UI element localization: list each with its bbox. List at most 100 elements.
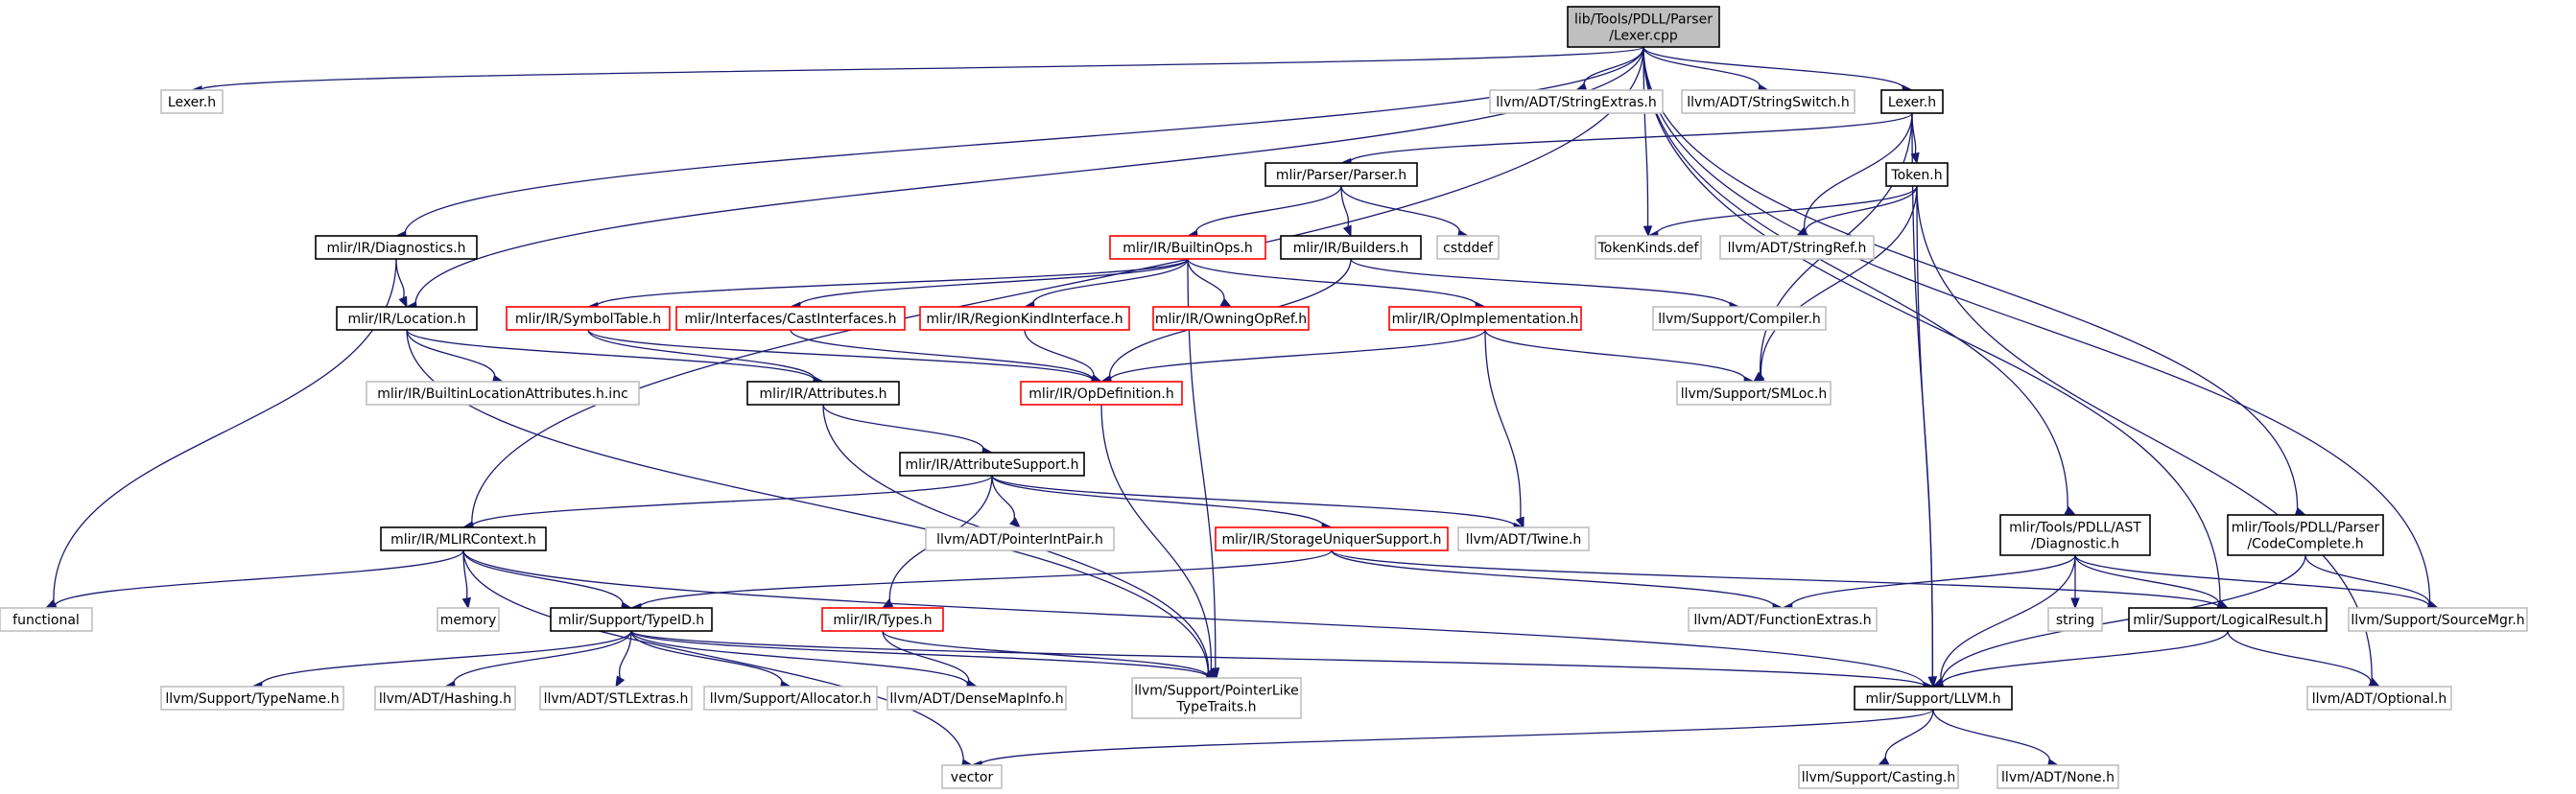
node-smloc_h[interactable]: llvm/Support/SMLoc.h [1676,381,1832,406]
edge-castinterfaces_h-to-opdefinition_h [790,329,1103,385]
node-owningopref_h[interactable]: mlir/IR/OwningOpRef.h [1152,306,1310,331]
node-label: mlir/IR/Builders.h [1293,241,1409,256]
node-tokenkinds[interactable]: TokenKinds.def [1595,235,1702,260]
node-lexer_h_ext[interactable]: Lexer.h [160,89,224,114]
node-opimplementation_h[interactable]: mlir/IR/OpImplementation.h [1388,306,1582,331]
node-box [336,306,478,331]
edge-regionkind_h-to-opdefinition_h [1024,329,1103,384]
node-compiler_h[interactable]: llvm/Support/Compiler.h [1652,306,1827,331]
node-label: llvm/ADT/Optional.h [2312,691,2447,707]
node-label: llvm/Support/TypeName.h [165,691,339,707]
edge-storageuniquer_h-to-typeid_h [629,549,1333,613]
node-cstddef[interactable]: cstddef [1436,235,1500,260]
arrowhead [1342,224,1352,238]
edge-pdll_diagnostic_h-to-string [2070,554,2080,610]
node-label: Lexer.h [1888,95,1936,110]
node-densemapinfo_h[interactable]: llvm/ADT/DenseMapInfo.h [886,686,1067,711]
node-label: mlir/IR/OpImplementation.h [1392,312,1579,327]
edge-token_h-to-smloc_h [1752,185,1918,383]
edge-typeid_h-to-stlextras_h [615,630,632,689]
node-root[interactable]: lib/Tools/PDLL/Parser/Lexer.cpp [1567,6,1720,48]
arrowhead [1515,516,1524,529]
node-label: llvm/Support/Casting.h [1802,770,1956,785]
node-allocator_h[interactable]: llvm/Support/Allocator.h [703,686,878,711]
edge-token_h-to-stringref [1795,185,1918,239]
node-box [1688,607,1878,632]
node-parser_h[interactable]: mlir/Parser/Parser.h [1264,162,1418,187]
node-box [1457,526,1590,551]
node-optional_h[interactable]: llvm/ADT/Optional.h [2306,686,2452,711]
node-label: mlir/Parser/Parser.h [1276,168,1406,183]
edge-logicalresult_h-to-optional_h [2227,630,2381,689]
node-label: llvm/ADT/STLExtras.h [544,691,689,707]
node-functionextras_h[interactable]: llvm/ADT/FunctionExtras.h [1688,607,1878,632]
node-casting_h[interactable]: llvm/Support/Casting.h [1798,764,1959,789]
node-codecomplete_h[interactable]: mlir/Tools/PDLL/Parser/CodeComplete.h [2227,514,2384,556]
node-label: mlir/IR/OpDefinition.h [1028,386,1173,402]
node-opdefinition_h[interactable]: mlir/IR/OpDefinition.h [1020,381,1183,406]
node-label: llvm/ADT/Twine.h [1466,532,1581,548]
edge-llvm_h-to-none_h [1932,709,2060,768]
node-box [2128,607,2328,632]
node-typeid_h[interactable]: mlir/Support/TypeID.h [550,607,713,632]
node-string[interactable]: string [2047,607,2103,632]
node-types_h[interactable]: mlir/IR/Types.h [821,607,944,632]
node-stringextras[interactable]: llvm/ADT/StringExtras.h [1489,89,1664,114]
node-box [550,607,713,632]
node-label: memory [440,613,497,628]
node-label: /Diagnostic.h [2031,537,2119,552]
node-box [1880,89,1944,114]
node-label: mlir/Tools/PDLL/AST [2009,521,2141,536]
node-box [437,607,500,632]
edge-logicalresult_h-to-llvm_h [1931,630,2229,690]
node-typename_h[interactable]: llvm/Support/TypeName.h [160,686,344,711]
node-llvm_h[interactable]: mlir/Support/LLVM.h [1854,686,2013,711]
node-memory[interactable]: memory [437,607,500,632]
edge-attributesupport_h-to-twine_h [991,475,1525,532]
node-label: llvm/ADT/FunctionExtras.h [1693,613,1871,628]
node-attributes_h[interactable]: mlir/IR/Attributes.h [746,381,900,406]
arrowhead [1877,757,1890,766]
node-stringref[interactable]: llvm/ADT/StringRef.h [1719,235,1875,260]
node-regionkind_h[interactable]: mlir/IR/RegionKindInterface.h [919,306,1130,331]
edge-typeid_h-to-hashing_h [443,630,632,690]
node-none_h[interactable]: llvm/ADT/None.h [1997,764,2119,789]
node-stlextras_h[interactable]: llvm/ADT/STLExtras.h [539,686,693,711]
node-box [1676,381,1832,406]
edge-location_h-to-attributes_h [406,329,825,386]
node-pointerintpair_h[interactable]: llvm/ADT/PointerIntPair.h [925,526,1115,551]
node-pdll_diagnostic_h[interactable]: mlir/Tools/PDLL/AST/Diagnostic.h [1999,514,2151,556]
node-symboltable_h[interactable]: mlir/IR/SymbolTable.h [506,306,671,331]
node-token_h[interactable]: Token.h [1885,162,1949,187]
edge-root-to-location_h [405,46,1644,311]
node-label: mlir/IR/SymbolTable.h [515,312,661,327]
node-storageuniquer_h[interactable]: mlir/IR/StorageUniquerSupport.h [1215,526,1449,551]
node-hashing_h[interactable]: llvm/ADT/Hashing.h [374,686,516,711]
node-box [1997,764,2119,789]
node-builders_h[interactable]: mlir/IR/Builders.h [1280,235,1422,260]
node-box [746,381,900,406]
node-functional[interactable]: functional [0,607,93,632]
node-attributesupport_h[interactable]: mlir/IR/AttributeSupport.h [899,452,1085,477]
node-label: llvm/ADT/StringExtras.h [1496,95,1656,110]
node-label: mlir/Tools/PDLL/Parser [2232,521,2380,536]
node-box [821,607,944,632]
node-vector[interactable]: vector [941,764,1003,789]
node-logicalresult_h[interactable]: mlir/Support/LogicalResult.h [2128,607,2328,632]
node-box [1489,89,1664,114]
node-label: llvm/Support/Allocator.h [710,691,872,707]
node-sourcemgr_h[interactable]: llvm/Support/SourceMgr.h [2348,607,2528,632]
edge-opimplementation_h-to-opdefinition_h [1099,329,1486,386]
node-twine_h[interactable]: llvm/ADT/Twine.h [1457,526,1590,551]
node-label: llvm/ADT/StringRef.h [1728,241,1867,256]
node-castinterfaces_h[interactable]: mlir/Interfaces/CastInterfaces.h [675,306,906,331]
node-diagnostics_h[interactable]: mlir/IR/Diagnostics.h [315,235,478,260]
node-mlircontext_h[interactable]: mlir/IR/MLIRContext.h [380,526,547,551]
node-lexer_h[interactable]: Lexer.h [1880,89,1944,114]
edge-root-to-tokenkinds [1642,46,1653,238]
node-builtinops_h[interactable]: mlir/IR/BuiltinOps.h [1109,235,1266,260]
node-location_h[interactable]: mlir/IR/Location.h [336,306,478,331]
node-stringswitch[interactable]: llvm/ADT/StringSwitch.h [1681,89,1855,114]
node-builtinlocattr[interactable]: mlir/IR/BuiltinLocationAttributes.h.inc [366,381,640,406]
